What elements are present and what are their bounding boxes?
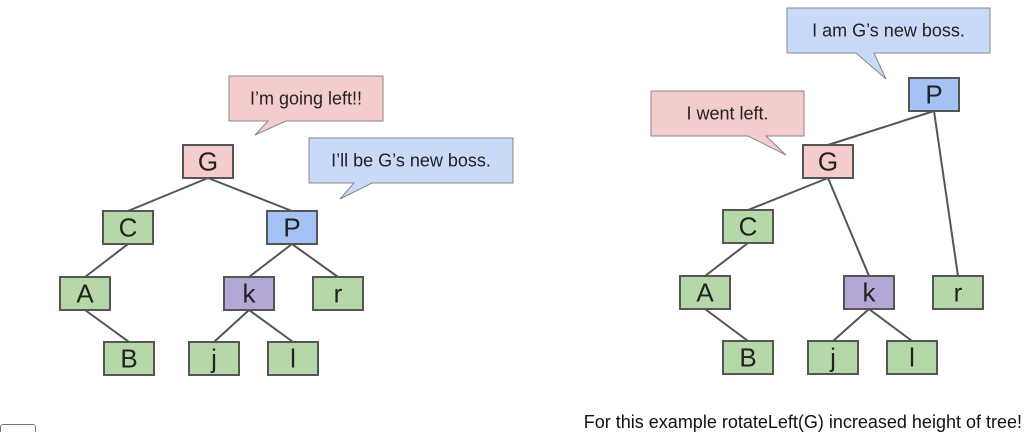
node-label: k [243, 279, 257, 309]
node-box [188, 341, 240, 376]
left-tree-node-C: C [102, 210, 154, 245]
node-label: k [863, 278, 877, 308]
right-tree-node-l: l [886, 340, 938, 375]
right-tree-edge-P-G [827, 110, 935, 146]
bubble-shape [308, 137, 514, 200]
node-label: r [954, 278, 963, 308]
bubble-text: I’m going left!! [250, 89, 362, 109]
left-tree-node-G: G [182, 144, 234, 179]
node-box [59, 276, 111, 311]
node-label: P [925, 80, 942, 110]
node-label: r [334, 279, 343, 309]
node-label: l [909, 343, 915, 373]
left-tree-node-k: k [223, 276, 275, 311]
right-tree-edge-k-l [868, 308, 913, 342]
left-tree-edge-G-P [207, 177, 293, 212]
left-tree-edge-k-l [248, 309, 294, 343]
left-tree-edge-G-C [127, 177, 209, 212]
right-tree-bubble-is-new-boss: I am G’s new boss. [786, 7, 991, 80]
left-tree-node-P: P [266, 210, 318, 245]
node-label: l [290, 344, 296, 374]
bubble-text: I went left. [686, 104, 768, 124]
node-label: B [120, 344, 137, 374]
node-box [722, 209, 774, 244]
right-tree-edge-G-k [827, 177, 870, 277]
bubble-text: I’ll be G’s new boss. [331, 151, 491, 171]
right-tree-edge-k-j [832, 308, 870, 342]
right-tree-node-C: C [722, 209, 774, 244]
left-tree-edge-k-j [213, 309, 250, 343]
node-label: C [739, 212, 758, 242]
node-label: G [818, 147, 838, 177]
node-box [802, 144, 854, 179]
right-tree-node-j: j [807, 340, 859, 375]
left-tree-node-B: B [103, 341, 155, 376]
bubbles-layer: I’m going left!! I’ll be G’s new boss. I w… [228, 7, 991, 200]
node-box [182, 144, 234, 179]
left-tree-bubble-going-left: I’m going left!! [228, 75, 384, 136]
left-tree-edge-A-B [84, 309, 130, 343]
node-box [266, 210, 318, 245]
node-label: A [696, 278, 714, 308]
left-tree-node-j: j [188, 341, 240, 376]
left-tree-edge-P-k [248, 243, 293, 278]
node-box [679, 275, 731, 310]
right-tree-node-r: r [932, 275, 984, 310]
bubble-shape [228, 75, 384, 136]
right-tree-node-k: k [843, 275, 895, 310]
node-box [223, 276, 275, 311]
left-tree-node-r: r [312, 276, 364, 311]
left-tree-node-l: l [267, 341, 319, 376]
node-box [722, 340, 774, 375]
bubble-shape [650, 90, 805, 156]
node-box [886, 340, 938, 375]
node-box [807, 340, 859, 375]
node-box [932, 275, 984, 310]
node-box [103, 341, 155, 376]
node-label: G [198, 147, 218, 177]
right-tree-bubble-went-left: I went left. [650, 90, 805, 156]
left-tree-edge-P-r [291, 243, 339, 278]
edges-layer [84, 110, 959, 343]
right-tree-edge-G-C [747, 177, 829, 211]
node-label: A [76, 279, 94, 309]
right-tree-node-G: G [802, 144, 854, 179]
right-tree-edge-C-A [704, 242, 749, 277]
node-label: j [210, 344, 217, 374]
node-box [102, 210, 154, 245]
corner-mark [0, 424, 36, 432]
right-tree-edge-P-r [933, 110, 959, 277]
node-box [312, 276, 364, 311]
left-tree-node-A: A [59, 276, 111, 311]
node-box [843, 275, 895, 310]
caption-text: For this example rotateLeft(G) increased… [584, 412, 1022, 432]
node-box [267, 341, 319, 376]
bubble-shape [786, 7, 991, 80]
node-label: j [829, 343, 836, 373]
node-box [908, 77, 960, 112]
bubble-text: I am G’s new boss. [812, 21, 965, 41]
left-tree-bubble-new-boss: I’ll be G’s new boss. [308, 137, 514, 200]
right-tree-edge-A-B [704, 308, 749, 342]
right-tree-node-A: A [679, 275, 731, 310]
node-label: B [739, 343, 756, 373]
right-tree-node-P: P [908, 77, 960, 112]
node-label: P [283, 213, 300, 243]
node-label: C [119, 213, 138, 243]
right-tree-node-B: B [722, 340, 774, 375]
left-tree-edge-C-A [84, 243, 129, 278]
